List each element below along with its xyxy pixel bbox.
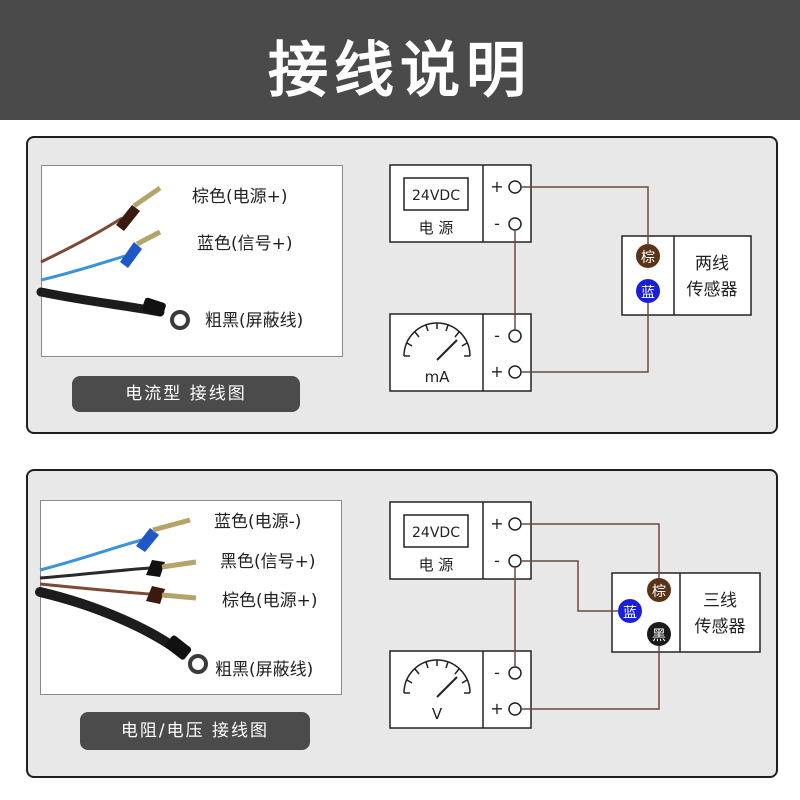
supply-box-voltage xyxy=(389,501,532,580)
meter-box-current xyxy=(389,313,532,392)
meter-plus-sign-2: + xyxy=(490,699,503,718)
cables-current xyxy=(36,185,190,330)
dot-blue-label-2: 蓝 xyxy=(623,605,637,621)
supply-plus-terminal-2 xyxy=(508,517,522,531)
dot-black xyxy=(647,622,671,646)
supply-plus-sign: + xyxy=(490,177,503,196)
dot-black-label: 黑 xyxy=(652,628,666,644)
wires-current xyxy=(514,186,649,373)
meter-minus-terminal xyxy=(508,329,522,343)
meter-plus-terminal xyxy=(508,365,522,379)
supply-minus-sign-2: - xyxy=(494,551,500,570)
supply-minus-terminal xyxy=(508,217,522,231)
supply-box-current xyxy=(389,164,532,243)
sensor-label-line1-2: 三线 xyxy=(703,591,737,611)
dot-blue-label: 蓝 xyxy=(641,285,655,301)
caption-current: 电流型 接线图 xyxy=(72,376,300,412)
meter-minus-terminal-2 xyxy=(508,666,522,680)
supply-label-2: 电 源 xyxy=(419,556,454,574)
meter-plus-sign: + xyxy=(490,362,503,381)
supply-minus-terminal-2 xyxy=(508,554,522,568)
sensor-label-line2-2: 传感器 xyxy=(695,617,746,637)
wire-label-black-signal-plus: 黑色(信号+) xyxy=(220,552,316,572)
supply-label: 电 源 xyxy=(419,219,454,237)
supply-plus-sign-2: + xyxy=(490,514,503,533)
wire-label-brown-power-plus: 棕色(电源+) xyxy=(192,187,288,207)
sensor-label-line1: 两线 xyxy=(695,254,729,274)
wire-label-blue-power-minus: 蓝色(电源-) xyxy=(214,512,301,532)
wire-label-blue-signal-plus: 蓝色(信号+) xyxy=(197,234,293,254)
supply-display-2: 24VDC xyxy=(412,525,460,541)
dot-blue xyxy=(636,279,660,303)
meter-minus-sign: - xyxy=(494,326,500,345)
header-band: 接线说明 xyxy=(0,0,800,120)
meter-plus-terminal-2 xyxy=(508,702,522,716)
wire-label-shield: 粗黑(屏蔽线) xyxy=(205,311,303,331)
meter-minus-sign-2: - xyxy=(494,663,500,682)
dot-brown-2 xyxy=(647,578,671,602)
sensor-label-line2: 传感器 xyxy=(687,280,738,300)
supply-minus-sign: - xyxy=(494,214,500,233)
dot-brown xyxy=(636,244,660,268)
supply-display: 24VDC xyxy=(412,188,460,204)
dot-brown-label: 棕 xyxy=(641,250,655,266)
dot-brown-label-2: 棕 xyxy=(652,584,666,600)
wire-label-shield-2: 粗黑(屏蔽线) xyxy=(215,660,313,680)
page-title: 接线说明 xyxy=(268,36,532,106)
meter-box-voltage xyxy=(389,650,532,729)
wire-label-brown-power-plus-2: 棕色(电源+) xyxy=(222,591,318,611)
cables-voltage xyxy=(35,517,208,674)
cable-photo-current xyxy=(41,165,343,357)
supply-plus-terminal xyxy=(508,180,522,194)
meter-unit-ma: mA xyxy=(425,368,451,386)
caption-voltage: 电阻/电压 接线图 xyxy=(80,712,310,750)
wires-voltage xyxy=(514,523,660,710)
dot-blue-2 xyxy=(618,599,642,623)
meter-unit-v: V xyxy=(432,705,443,723)
